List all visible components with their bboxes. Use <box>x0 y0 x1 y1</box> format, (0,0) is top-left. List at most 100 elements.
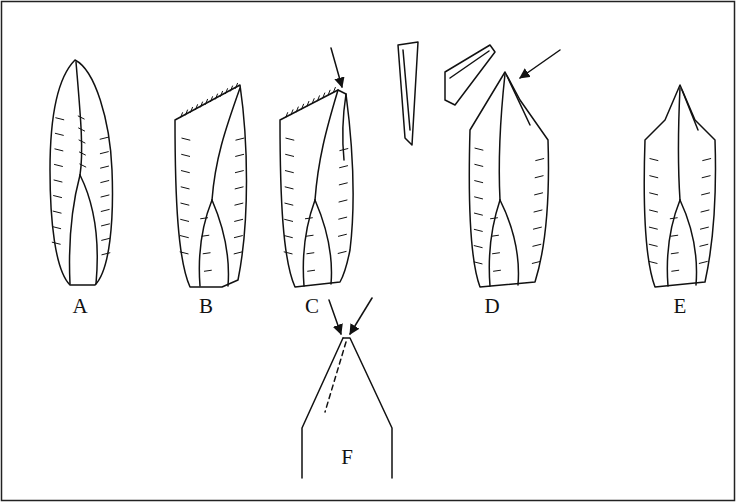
scar-tick <box>235 219 243 221</box>
figure-letter: F <box>341 447 353 468</box>
scar-tick <box>101 224 109 226</box>
flake-blank <box>50 60 112 285</box>
scar-tick <box>203 253 210 254</box>
scar-tick <box>181 187 189 189</box>
scar-tick <box>491 218 498 219</box>
scar-tick <box>53 211 61 213</box>
burin-blow-two <box>445 45 560 287</box>
scar-tick <box>286 138 294 140</box>
scar-tick <box>475 197 483 199</box>
scar-tick <box>308 270 315 271</box>
scar-tick <box>181 171 189 173</box>
scar-tick <box>201 218 208 219</box>
scar-tick <box>100 152 108 154</box>
scar-tick <box>284 236 292 238</box>
scar-tick <box>201 102 203 107</box>
figure-letter: B <box>199 296 213 317</box>
scar-tick <box>307 101 309 106</box>
scar-tick <box>236 83 238 88</box>
scar-tick <box>535 193 543 195</box>
scar-tick <box>474 229 482 231</box>
figure-letter: D <box>484 296 499 317</box>
scar-tick <box>231 86 233 91</box>
scar-tick <box>196 105 198 110</box>
scar-tick <box>703 159 711 161</box>
scar-tick <box>79 128 85 131</box>
scar-tick <box>333 87 335 92</box>
scar-tick <box>492 235 499 236</box>
scar-tick <box>536 159 544 161</box>
scar-tick <box>340 149 348 151</box>
retouched-truncation <box>175 85 247 287</box>
scar-tick <box>340 166 348 168</box>
scar-tick <box>202 235 209 236</box>
scar-tick <box>181 219 189 221</box>
scar-tick <box>307 253 314 254</box>
scar-tick <box>338 234 346 236</box>
scar-tick <box>186 110 188 115</box>
scar-tick <box>475 148 483 150</box>
scar-tick <box>182 138 190 140</box>
scar-tick <box>54 196 62 198</box>
scar-tick <box>286 154 294 156</box>
scar-tick <box>296 107 298 112</box>
scar-tick <box>291 110 293 115</box>
scar-tick <box>80 164 86 167</box>
scar-tick <box>235 187 243 189</box>
scar-tick <box>236 154 244 156</box>
scar-tick <box>180 252 188 254</box>
scar-tick <box>338 251 346 253</box>
scar-tick <box>101 166 109 168</box>
scar-tick <box>181 113 183 118</box>
scar-tick <box>475 164 483 166</box>
scar-tick <box>339 200 347 202</box>
scar-tick <box>474 262 482 264</box>
scar-tick <box>191 107 193 112</box>
scar-tick <box>649 261 657 263</box>
scar-tick <box>54 180 62 182</box>
scar-tick <box>474 213 482 215</box>
scar-tick <box>650 210 658 212</box>
finished-burin <box>644 85 715 287</box>
scar-tick <box>55 133 63 135</box>
scar-tick <box>101 181 109 183</box>
scar-tick <box>234 252 242 254</box>
scar-tick <box>493 253 500 254</box>
scar-tick <box>671 235 678 236</box>
scar-tick <box>494 270 501 271</box>
scar-tick <box>206 99 208 104</box>
scar-tick <box>101 195 109 197</box>
scar-tick <box>236 138 244 140</box>
scar-tick <box>328 90 330 95</box>
scar-tick <box>302 104 304 109</box>
scar-tick <box>235 171 243 173</box>
scar-tick <box>323 93 325 98</box>
scar-tick <box>317 96 319 101</box>
scar-tick <box>102 253 110 255</box>
scar-tick <box>56 118 64 120</box>
scar-tick <box>533 227 541 229</box>
scar-tick <box>226 89 228 94</box>
scar-tick <box>475 181 483 183</box>
scar-tick <box>216 94 218 99</box>
scar-tick <box>672 270 679 271</box>
scar-tick <box>54 164 62 166</box>
scar-tick <box>700 227 708 229</box>
scar-tick <box>285 171 293 173</box>
scar-tick <box>312 99 314 104</box>
scar-tick <box>285 187 293 189</box>
scar-tick <box>221 91 223 96</box>
scar-tick <box>650 193 658 195</box>
burin-blow-one <box>280 42 418 287</box>
burin-tip-detail <box>302 298 392 478</box>
scar-tick <box>284 252 292 254</box>
scar-tick <box>339 183 347 185</box>
scar-tick <box>699 261 707 263</box>
figure-letter: E <box>674 296 687 317</box>
scar-tick <box>702 176 710 178</box>
scar-tick <box>306 235 313 236</box>
scar-tick <box>100 137 108 139</box>
scar-tick <box>234 236 242 238</box>
